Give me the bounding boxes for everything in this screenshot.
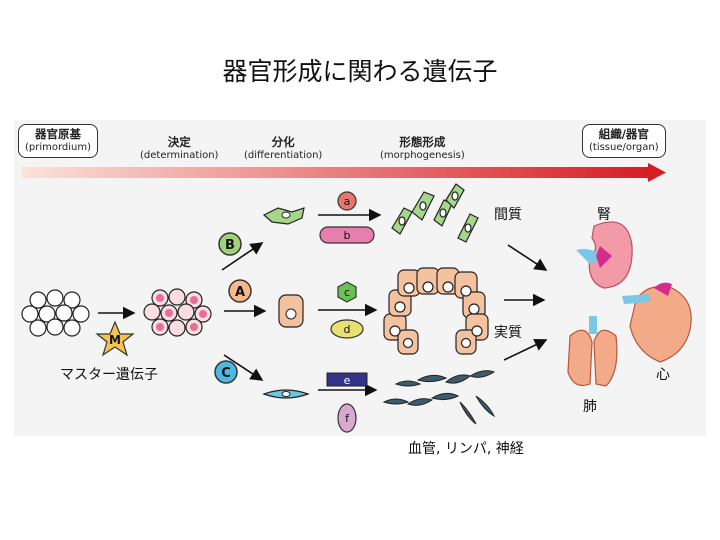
svg-text:d: d — [344, 323, 351, 336]
mesenchymal-precursor-cell — [262, 207, 305, 225]
svg-text:M: M — [109, 333, 121, 347]
gene-c-shape: c — [337, 281, 357, 303]
svg-text:C: C — [221, 366, 231, 381]
gene-A-circle: A — [228, 279, 252, 303]
stage-determination: 決定(determination) — [140, 135, 219, 162]
lung-organ — [567, 316, 618, 387]
mesenchymal-tissue — [391, 183, 479, 243]
svg-text:a: a — [344, 195, 351, 208]
vessels-lymph-nerve-label: 血管, リンパ, 神経 — [408, 441, 524, 457]
master-gene-star — [95, 320, 135, 357]
gene-f-shape: f — [337, 403, 357, 433]
svg-text:b: b — [344, 229, 351, 242]
svg-text:e: e — [344, 374, 351, 387]
kidney-organ — [576, 221, 633, 289]
heart-organ — [622, 282, 692, 363]
gene-C-circle: C — [214, 360, 238, 384]
master-gene-label: マスター遺伝子 — [60, 367, 158, 383]
stage-morphogenesis: 形態形成(morphogenesis) — [380, 135, 465, 162]
flow-arrows — [98, 208, 548, 397]
kidney-label: 腎 — [597, 207, 611, 223]
stage-primordium: 器官原基(primordium) — [18, 124, 99, 158]
svg-text:f: f — [345, 412, 350, 425]
gene-M-label: M — [109, 333, 121, 347]
stage-tissue-organ: 組織/器官(tissue/organ) — [582, 124, 666, 158]
heart-label: 心 — [656, 367, 670, 383]
svg-text:A: A — [235, 285, 245, 300]
mesenchyme-label: 間質 — [494, 207, 522, 223]
gene-e-shape: e — [326, 372, 368, 387]
page-title: 器官形成に関わる遺伝子 — [222, 57, 498, 86]
stage-differentiation: 分化(differentiation) — [244, 135, 323, 162]
svg-text:c: c — [344, 286, 350, 299]
gene-b-shape: b — [319, 226, 375, 244]
gene-B-circle: B — [218, 232, 242, 256]
primordium-cluster — [21, 289, 90, 337]
parenchyma-label: 実質 — [494, 325, 522, 341]
vascular-precursor-cell — [262, 389, 310, 399]
determined-cluster — [143, 288, 212, 337]
vascular-tissue — [382, 370, 496, 425]
gene-a-shape: a — [337, 191, 357, 211]
lung-label: 肺 — [583, 399, 597, 415]
gene-d-shape: d — [330, 319, 364, 339]
svg-text:B: B — [225, 238, 235, 253]
parenchymal-precursor-cell — [278, 294, 304, 328]
progression-arrow — [22, 163, 666, 182]
parenchymal-epithelium — [383, 267, 489, 355]
